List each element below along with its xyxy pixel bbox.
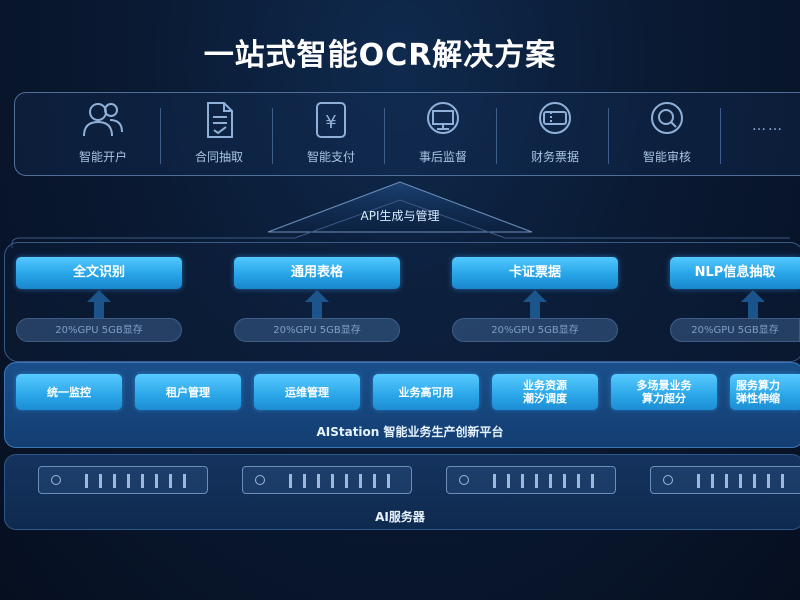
up-arrow-icon xyxy=(87,290,111,318)
model-button-3[interactable]: NLP信息抽取 xyxy=(670,257,800,289)
more-scenarios: …… xyxy=(752,118,784,134)
platform-button-1[interactable]: 租户管理 xyxy=(135,374,241,410)
server-slot xyxy=(169,474,172,488)
scenario-divider xyxy=(496,108,497,164)
platform-button-6[interactable]: 服务算力 弹性伸缩 xyxy=(730,374,800,410)
users-icon xyxy=(83,103,123,137)
server-slot xyxy=(591,474,594,488)
scenario-label: 事后监督 xyxy=(418,150,467,164)
server-slot xyxy=(521,474,524,488)
server-slot xyxy=(753,474,756,488)
platform-button-3[interactable]: 业务高可用 xyxy=(373,374,479,410)
gpu-spec-2: 20%GPU 5GB显存 xyxy=(452,318,618,342)
server-slot xyxy=(289,474,292,488)
magnifier-icon xyxy=(651,102,683,134)
server-slot xyxy=(345,474,348,488)
monitor-icon xyxy=(427,102,459,134)
server-unit-0 xyxy=(38,466,208,494)
server-slot xyxy=(359,474,362,488)
platform-button-0[interactable]: 统一监控 xyxy=(16,374,122,410)
scenario-item-4[interactable]: 财务票据 xyxy=(500,100,610,172)
server-slot xyxy=(781,474,784,488)
server-slot xyxy=(563,474,566,488)
server-slot xyxy=(127,474,130,488)
server-slot xyxy=(141,474,144,488)
scenario-divider xyxy=(384,108,385,164)
server-unit-3 xyxy=(650,466,800,494)
up-arrow-icon xyxy=(741,290,765,318)
server-slot xyxy=(577,474,580,488)
scenario-item-5[interactable]: 智能审核 xyxy=(612,100,722,172)
gpu-spec-3: 20%GPU 5GB显存 xyxy=(670,318,800,342)
server-slot xyxy=(549,474,552,488)
scenario-divider xyxy=(272,108,273,164)
platform-label: AIStation 智能业务生产创新平台 xyxy=(316,425,504,439)
svg-text:¥: ¥ xyxy=(325,112,336,133)
server-slot xyxy=(183,474,186,488)
server-slot xyxy=(85,474,88,488)
server-slot xyxy=(387,474,390,488)
server-slot xyxy=(711,474,714,488)
page-title: 一站式智能OCR解决方案 xyxy=(203,38,557,73)
scenario-label: 智能支付 xyxy=(306,150,355,164)
scenario-item-2[interactable]: ¥ 智能支付 xyxy=(276,100,386,172)
scenario-item-3[interactable]: 事后监督 xyxy=(388,100,498,172)
scenario-divider xyxy=(160,108,161,164)
scenario-divider xyxy=(608,108,609,164)
platform-button-5[interactable]: 多场景业务 算力超分 xyxy=(611,374,717,410)
document-icon xyxy=(207,102,233,138)
scenario-item-1[interactable]: 合同抽取 xyxy=(164,100,274,172)
gpu-spec-1: 20%GPU 5GB显存 xyxy=(234,318,400,342)
server-led-icon xyxy=(459,475,469,485)
up-arrow-icon xyxy=(523,290,547,318)
api-label: API生成与管理 xyxy=(360,209,440,223)
scenario-label: 智能审核 xyxy=(642,150,691,164)
scenario-label: 智能开户 xyxy=(78,150,127,164)
server-slot xyxy=(697,474,700,488)
scenario-label: 财务票据 xyxy=(530,150,579,164)
server-slot xyxy=(331,474,334,488)
server-slot xyxy=(99,474,102,488)
server-slot xyxy=(767,474,770,488)
model-button-1[interactable]: 通用表格 xyxy=(234,257,400,289)
scenario-divider xyxy=(720,108,721,164)
server-led-icon xyxy=(663,475,673,485)
up-arrow-icon xyxy=(305,290,329,318)
server-led-icon xyxy=(255,475,265,485)
server-slot xyxy=(507,474,510,488)
scenario-label: 合同抽取 xyxy=(194,150,243,164)
server-slot xyxy=(493,474,496,488)
model-button-0[interactable]: 全文识别 xyxy=(16,257,182,289)
server-slot xyxy=(155,474,158,488)
ticket-icon xyxy=(539,102,571,134)
server-slot xyxy=(303,474,306,488)
server-led-icon xyxy=(51,475,61,485)
server-slot xyxy=(739,474,742,488)
platform-button-2[interactable]: 运维管理 xyxy=(254,374,360,410)
gpu-spec-0: 20%GPU 5GB显存 xyxy=(16,318,182,342)
yen-icon: ¥ xyxy=(316,102,346,138)
server-slot xyxy=(373,474,376,488)
scenario-item-0[interactable]: 智能开户 xyxy=(48,100,158,172)
server-slot xyxy=(535,474,538,488)
server-unit-1 xyxy=(242,466,412,494)
server-slot xyxy=(113,474,116,488)
server-slot xyxy=(725,474,728,488)
platform-button-4[interactable]: 业务资源 潮汐调度 xyxy=(492,374,598,410)
scenario-frame xyxy=(14,92,800,176)
model-button-2[interactable]: 卡证票据 xyxy=(452,257,618,289)
server-unit-2 xyxy=(446,466,616,494)
server-label: AI服务器 xyxy=(375,510,425,524)
server-slot xyxy=(317,474,320,488)
